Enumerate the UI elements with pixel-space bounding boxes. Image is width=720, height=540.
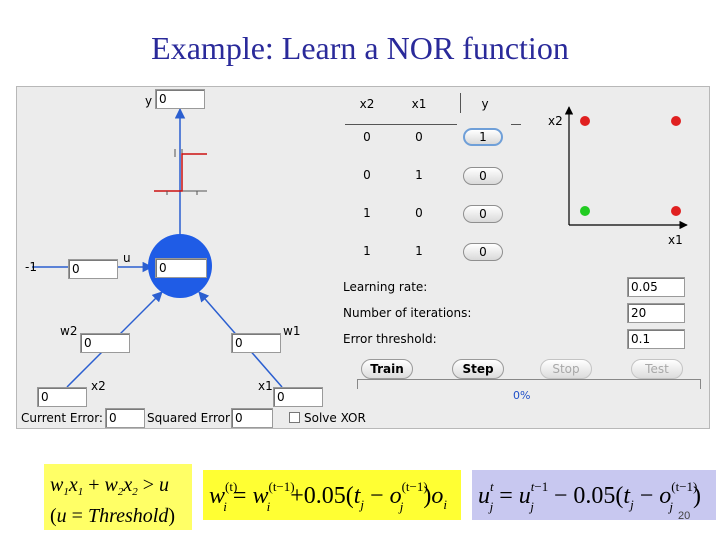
stop-button[interactable]: Stop <box>540 359 592 379</box>
x1-label: x1 <box>258 379 273 393</box>
table-cell: 1 <box>415 244 423 258</box>
weight-update-formula: w(t)i = w(t−1)i+0.05(tj − o(t−1)j)oi <box>209 479 447 514</box>
header-x1: x1 <box>411 97 427 111</box>
y-toggle-row-4[interactable]: 0 <box>463 243 503 261</box>
learning-rate-label: Learning rate: <box>343 280 428 294</box>
plot-y-label: x2 <box>548 114 563 128</box>
activation-step-plot <box>154 149 207 195</box>
w2-label: w2 <box>60 324 78 338</box>
svg-text:w1x1 + w2x2 > u: w1x1 + w2x2 > u <box>50 474 169 498</box>
plot-point-1 <box>580 116 590 126</box>
threshold-equation-formula: w1x1 + w2x2 > u (u = Threshold) <box>50 474 175 527</box>
y-toggle-row-2[interactable]: 0 <box>463 167 503 185</box>
truth-table: x2 x1 y 0 0 1 0 1 0 1 0 0 1 1 0 <box>339 87 529 267</box>
table-row: 0 <box>363 130 371 144</box>
threshold-equation: w1x1 + w2x2 > u (u = Threshold) <box>44 464 192 530</box>
header-y: y <box>481 97 489 111</box>
svg-text:(u = Threshold): (u = Threshold) <box>50 505 175 527</box>
y-toggle-row-1[interactable]: 1 <box>463 128 503 146</box>
table-tick <box>511 124 521 125</box>
w2-field[interactable]: 0 <box>80 333 130 353</box>
table-row: 1 <box>363 206 371 220</box>
iterations-field[interactable]: 20 <box>627 303 685 323</box>
error-threshold-label: Error threshold: <box>343 332 437 346</box>
iterations-label: Number of iterations: <box>343 306 472 320</box>
header-x2: x2 <box>359 97 375 111</box>
solve-xor-checkbox[interactable] <box>289 412 300 423</box>
step-button[interactable]: Step <box>452 359 504 379</box>
x2-field[interactable]: 0 <box>37 387 87 407</box>
table-column-divider <box>460 93 461 113</box>
threshold-field[interactable]: 0 <box>155 258 207 278</box>
test-button[interactable]: Test <box>631 359 683 379</box>
table-cell: 1 <box>415 168 423 182</box>
x1-field[interactable]: 0 <box>273 387 323 407</box>
y-toggle-row-3[interactable]: 0 <box>463 205 503 223</box>
table-row: 1 <box>363 244 371 258</box>
threshold-label: u <box>123 251 131 265</box>
slide-title: Example: Learn a NOR function <box>151 30 569 66</box>
solve-xor-label: Solve XOR <box>304 411 366 425</box>
progress-label: 0% <box>513 389 531 402</box>
table-row: 0 <box>363 168 371 182</box>
svg-text:utj = ut−1j − 0.05(tj − o(t−1): utj = ut−1j − 0.05(tj − o(t−1)j) <box>478 479 701 514</box>
decision-plot <box>564 106 688 230</box>
bias-value: -1 <box>25 260 37 274</box>
w1-field[interactable]: 0 <box>231 333 281 353</box>
x2-label: x2 <box>91 379 106 393</box>
weight-update-equation: w(t)i = w(t−1)i+0.05(tj − o(t−1)j)oi <box>203 470 461 520</box>
error-threshold-field[interactable]: 0.1 <box>627 329 685 349</box>
bias-weight-field[interactable]: 0 <box>68 259 118 279</box>
current-error-field[interactable]: 0 <box>105 408 145 428</box>
train-button[interactable]: Train <box>361 359 413 379</box>
table-cell: 0 <box>415 206 423 220</box>
current-error-label: Current Error: <box>21 411 103 425</box>
learning-rate-field[interactable]: 0.05 <box>627 277 685 297</box>
output-field[interactable]: 0 <box>155 89 205 109</box>
page-number: 20 <box>678 510 691 522</box>
squared-error-label: Squared Error: <box>147 411 234 425</box>
squared-error-field[interactable]: 0 <box>231 408 273 428</box>
perceptron-applet: y 0 u 0 -1 0 w2 0 w1 0 x2 0 x1 0 x2 x1 y… <box>16 86 710 429</box>
output-label: y <box>145 94 153 108</box>
table-header-divider <box>345 124 457 125</box>
plot-points <box>580 116 681 216</box>
plot-point-3 <box>580 206 590 216</box>
w1-label: w1 <box>283 324 301 338</box>
plot-point-2 <box>671 116 681 126</box>
svg-text:w(t)i = w(t−1)i+0.05(tj − o(t−: w(t)i = w(t−1)i+0.05(tj − o(t−1)j)oi <box>209 479 447 514</box>
plot-x-label: x1 <box>668 233 683 247</box>
progress-bar <box>357 379 701 391</box>
table-cell: 0 <box>415 130 423 144</box>
plot-point-4 <box>671 206 681 216</box>
